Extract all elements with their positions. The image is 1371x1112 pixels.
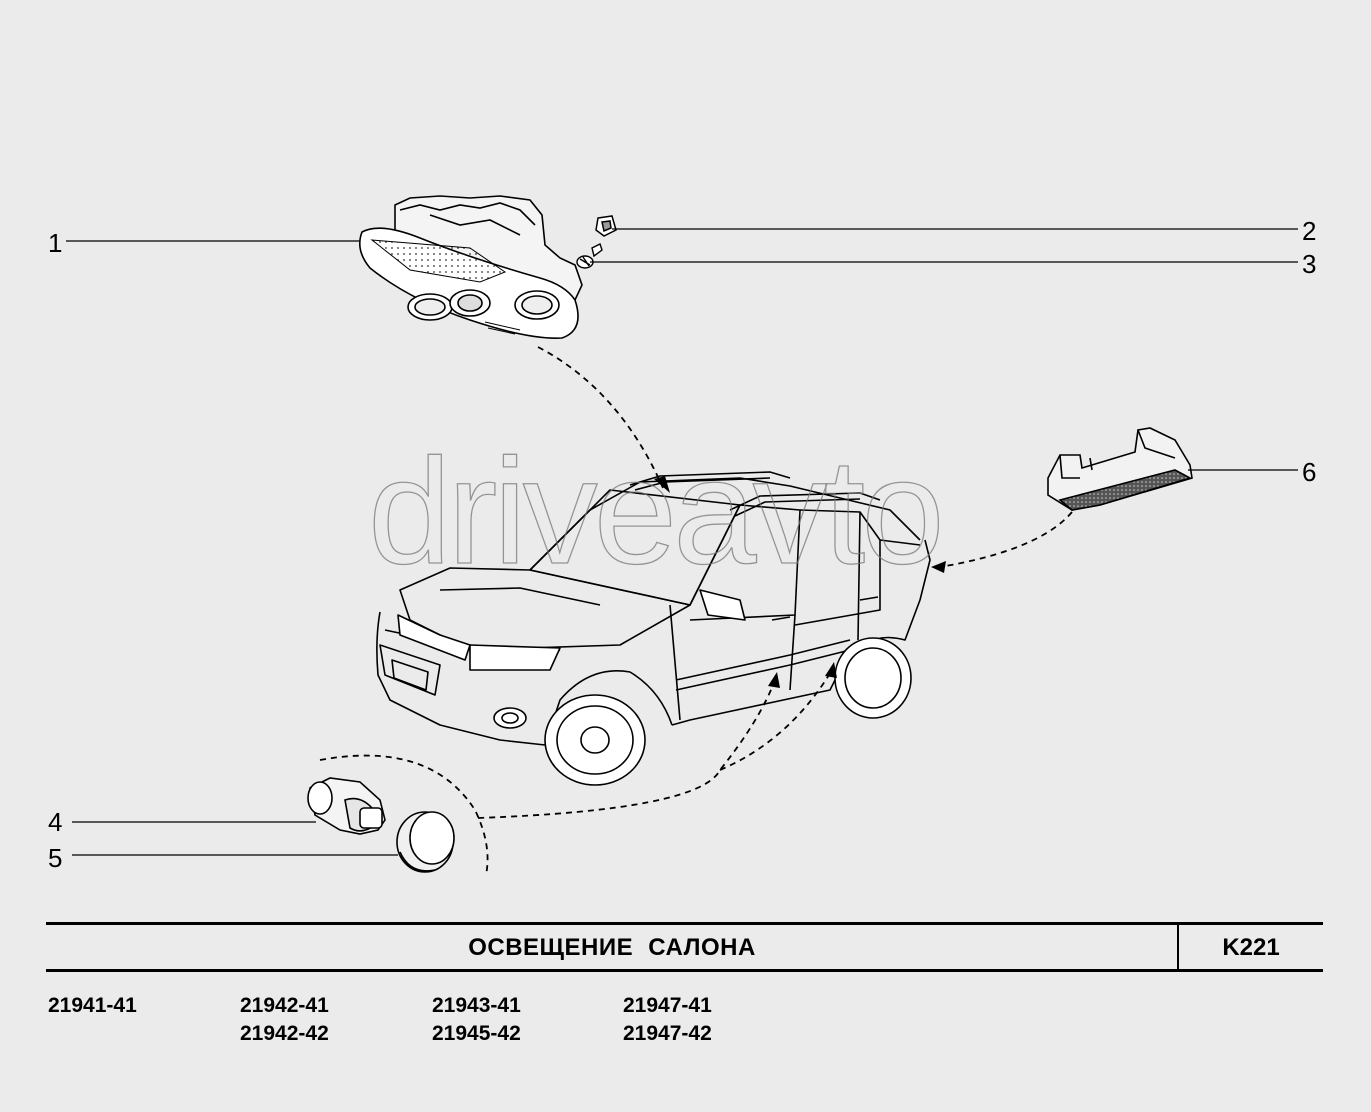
switch-group-circle [319, 754, 489, 876]
model-code: 21942-42 [240, 1022, 329, 1045]
arrow-lamp-to-car [939, 511, 1073, 568]
callout-5: 5 [48, 843, 63, 873]
model-column-4: 21947-41 21947-42 [623, 992, 803, 1048]
dashed-arrows [319, 346, 1073, 876]
leader-lines [66, 228, 1298, 856]
car-illustration [376, 471, 931, 786]
model-column-1: 21941-41 [48, 992, 228, 1020]
model-code: 21943-41 [432, 994, 521, 1017]
title-bar: ОСВЕЩЕНИЕ САЛОНА K221 [46, 922, 1323, 972]
model-code: 21947-41 [623, 994, 712, 1017]
arrow-switch-to-car [477, 679, 776, 819]
switch-part [307, 777, 386, 835]
section-code: K221 [1222, 934, 1280, 961]
arrow-heads [654, 476, 946, 688]
model-column-2: 21942-41 21942-42 [240, 992, 420, 1048]
callout-1: 1 [48, 228, 63, 258]
overhead-console-lamp [359, 195, 583, 339]
page-title: ОСВЕЩЕНИЕ САЛОНА [468, 934, 756, 961]
title-divider [1177, 925, 1179, 969]
model-code: 21945-42 [432, 1022, 521, 1045]
model-code: 21941-41 [48, 994, 137, 1017]
callout-4: 4 [48, 807, 63, 837]
callout-3: 3 [1302, 249, 1317, 279]
clip-part [595, 215, 617, 237]
side-lamp-part [1047, 427, 1193, 511]
callout-6: 6 [1302, 457, 1317, 487]
switch-cap-part [396, 811, 455, 873]
callout-2: 2 [1302, 216, 1317, 246]
model-code: 21942-41 [240, 994, 329, 1017]
model-column-3: 21943-41 21945-42 [432, 992, 612, 1048]
arrow-switch-to-car-2 [719, 669, 833, 771]
screw-part [576, 243, 603, 269]
model-code: 21947-42 [623, 1022, 712, 1045]
arrow-console-to-car [537, 346, 664, 489]
